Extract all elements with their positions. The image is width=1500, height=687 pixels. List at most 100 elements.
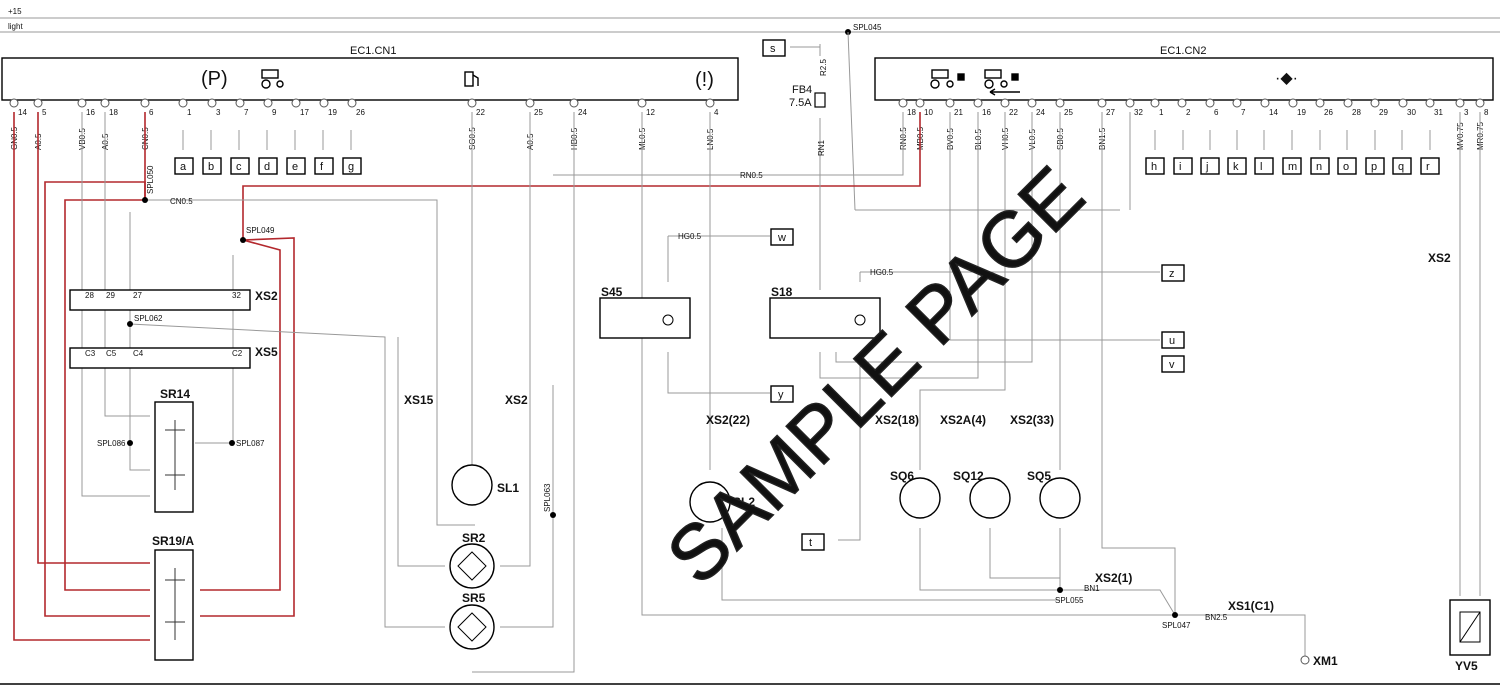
signal-label-box <box>1254 157 1274 175</box>
cn1-pin-number: 4 <box>714 108 719 117</box>
grey-wires <box>81 44 1481 673</box>
cn2-pin-number: 29 <box>1379 108 1388 117</box>
cn2-pin-number: 1 <box>1159 108 1164 117</box>
cn1-pin-number: 19 <box>328 108 337 117</box>
cn2-pin <box>1398 98 1408 108</box>
offpage-label-letter: v <box>1169 359 1175 371</box>
sensor-sr5: SR5 <box>449 591 495 650</box>
rail-top-label: +15 <box>8 7 22 16</box>
cn2-pin <box>945 98 955 108</box>
cn1-pin <box>525 98 535 108</box>
parking-brake-icon: (P) <box>201 68 228 90</box>
cn2-pin <box>1027 98 1037 108</box>
yv5-label: YV5 <box>1455 659 1478 673</box>
cn1-pin <box>347 98 357 108</box>
s45-label: S45 <box>601 285 623 299</box>
svg-text:27: 27 <box>133 291 142 300</box>
offpage-label-letter: w <box>777 232 786 244</box>
cn1-pin <box>9 98 19 108</box>
sl2-label: SL2 <box>733 495 755 509</box>
sensor-sr14: SR14 <box>154 387 194 513</box>
signal-label-box <box>1173 157 1193 175</box>
cn1-pin <box>291 98 301 108</box>
cn1-pin-number: 9 <box>272 108 277 117</box>
signal-label-letter: n <box>1316 161 1322 173</box>
cn1-pin-number: 17 <box>300 108 309 117</box>
cn1-pin-number: 16 <box>86 108 95 117</box>
offpage-label-box <box>1161 331 1185 349</box>
cn2-pin-number: 14 <box>1269 108 1278 117</box>
xs15-group: XS15 XS2 <box>404 393 528 407</box>
xs5-label: XS5 <box>255 345 278 359</box>
spl087-label: SPL087 <box>236 439 265 448</box>
hg05-label-z: HG0.5 <box>870 268 894 277</box>
signal-label-box <box>1420 157 1440 175</box>
cn2-title: EC1.CN2 <box>1160 45 1206 57</box>
signal-label-box <box>1310 157 1330 175</box>
cn2-pin <box>1315 98 1325 108</box>
cn1-pin-number: 6 <box>149 108 154 117</box>
fuse-fb4: FB4 7.5A R2.5 RN1 <box>789 59 828 156</box>
splice-spl045-label: SPL045 <box>853 23 882 32</box>
cn2-pin <box>898 98 908 108</box>
svg-text:C5: C5 <box>106 349 117 358</box>
sr14-label: SR14 <box>160 387 190 401</box>
signal-label-letter: j <box>1205 161 1208 173</box>
xs2-22-label: XS2(22) <box>706 413 750 427</box>
cn2-pin-number: 31 <box>1434 108 1443 117</box>
svg-text:C4: C4 <box>133 349 144 358</box>
spl055-label: SPL055 <box>1055 596 1084 605</box>
offpage-label-letter: z <box>1169 268 1175 280</box>
cn2-pin-number: 16 <box>982 108 991 117</box>
pto-speed-icon: ·◆· <box>1275 70 1298 87</box>
sr5-label: SR5 <box>462 591 486 605</box>
cn2-pin-number: 10 <box>924 108 933 117</box>
signal-label-box <box>202 157 222 175</box>
offpage-label-letter: t <box>809 537 812 549</box>
offpage-label-letter: u <box>1169 335 1175 347</box>
signal-label-box <box>1365 157 1385 175</box>
bn25-label: BN2.5 <box>1205 613 1228 622</box>
signal-label-box <box>1282 157 1302 175</box>
cn2-pins: 18RN0.510MB0.521BV0.516BL0.522VH0.524VL0… <box>898 98 1489 150</box>
cn1-pin-number: 18 <box>109 108 118 117</box>
cn1-pin <box>33 98 43 108</box>
cn2-pin-number: 24 <box>1036 108 1045 117</box>
offpage-label-box <box>801 533 825 551</box>
cn1-pin <box>77 98 87 108</box>
bn1-label: BN1 <box>1084 584 1100 593</box>
offpage-label-box <box>770 228 794 246</box>
cn1-pin-number: 12 <box>646 108 655 117</box>
signal-label-box <box>314 157 334 175</box>
sq5-label: SQ5 <box>1027 469 1051 483</box>
cn2-pin-number: 32 <box>1134 108 1143 117</box>
s18-label: S18 <box>771 285 793 299</box>
sl1-label: SL1 <box>497 481 519 495</box>
sensor-sr2: SR2 <box>449 531 495 589</box>
power-rails: +15 light <box>0 7 1500 685</box>
cn1-pin <box>178 98 188 108</box>
cn1-pin <box>705 98 715 108</box>
switch-s18: S18 <box>769 285 881 339</box>
svg-text:32: 32 <box>232 291 241 300</box>
switch-s45: S45 <box>599 285 691 339</box>
ground-connectors: XS2(1) XS1(C1) XM1 BN1 BN2.5 <box>1084 571 1338 668</box>
xs2-center-label: XS2 <box>505 393 528 407</box>
offpage-label-box <box>770 385 794 403</box>
signal-label-box <box>1337 157 1357 175</box>
rn05-label: RN0.5 <box>740 171 763 180</box>
spl047-label: SPL047 <box>1162 621 1191 630</box>
signal-label-letter: o <box>1343 161 1349 173</box>
cn1-pin <box>207 98 217 108</box>
hg05-label-w: HG0.5 <box>678 232 702 241</box>
svg-text:29: 29 <box>106 291 115 300</box>
red-wires <box>13 112 921 641</box>
cn2-pin <box>1425 98 1435 108</box>
cn2-pin-number: 28 <box>1352 108 1361 117</box>
cn2-pin-number: 30 <box>1407 108 1416 117</box>
signal-label-box <box>1145 157 1165 175</box>
cn2-pin <box>1343 98 1353 108</box>
signal-label-letter: p <box>1371 161 1377 173</box>
warning-icon: (!) <box>695 69 714 91</box>
offpage-label-letter: y <box>778 389 784 401</box>
